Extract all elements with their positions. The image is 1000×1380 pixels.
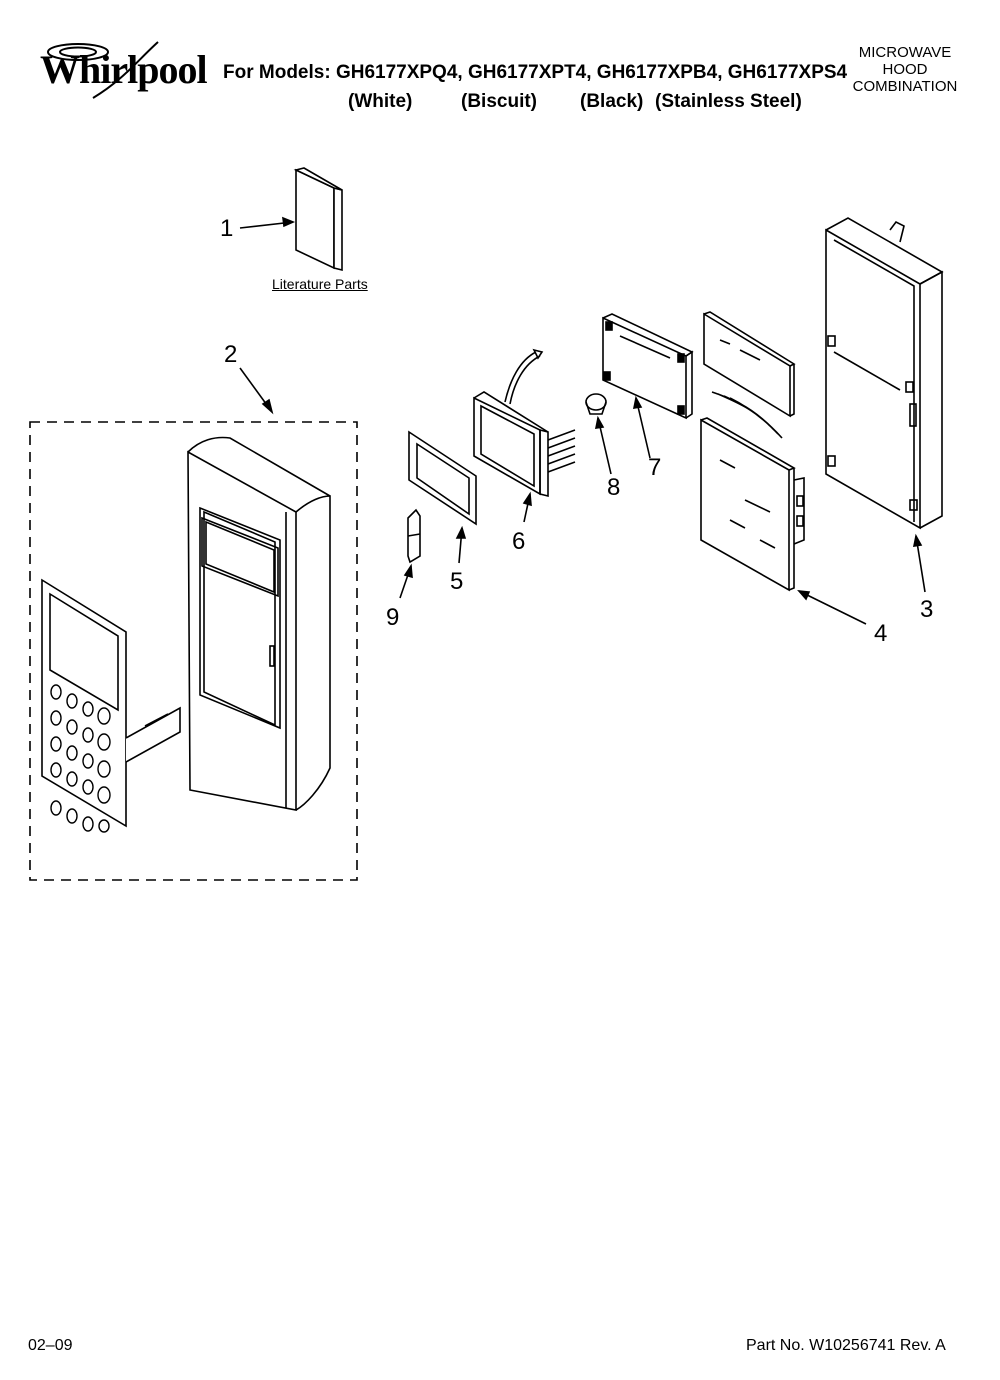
callout-8: 8 [607, 474, 621, 501]
product-type: MICROWAVE HOOD COMBINATION [840, 44, 970, 95]
callout-4: 4 [874, 620, 888, 647]
part-8-knob [585, 393, 607, 415]
models-line: For Models: GH6177XPQ4, GH6177XPT4, GH61… [223, 62, 848, 83]
callout-9: 9 [386, 604, 400, 631]
callout-6: 6 [512, 528, 526, 555]
color-black: (Black) [580, 91, 644, 112]
product-type-line-3: COMBINATION [852, 78, 958, 95]
color-white: (White) [348, 91, 413, 112]
arrow-4 [797, 590, 867, 625]
arrow-2 [239, 367, 274, 415]
arrow-6 [522, 491, 532, 523]
control-panel-housing [187, 436, 331, 811]
part-5-display-window [408, 430, 477, 526]
footer-part-number: Part No. W10256741 Rev. A [746, 1337, 946, 1354]
keypad-overlay [41, 578, 181, 828]
product-type-line-2: HOOD [882, 61, 928, 78]
arrow-9 [399, 563, 413, 599]
callout-2: 2 [224, 341, 238, 368]
product-type-line-1: MICROWAVE [858, 44, 952, 61]
callout-3: 3 [920, 596, 934, 623]
arrow-3 [912, 533, 926, 593]
callout-5: 5 [450, 568, 464, 595]
part-9-light-pipe [407, 508, 421, 564]
keypad-buttons [50, 684, 111, 833]
part-1-literature-booklet [293, 167, 343, 272]
color-biscuit: (Biscuit) [461, 91, 537, 112]
part-7-bracket [602, 313, 694, 420]
callout-7: 7 [648, 454, 662, 481]
arrow-7 [632, 395, 651, 459]
literature-parts-label: Literature Parts [272, 276, 368, 292]
part-3-cover [825, 217, 944, 530]
brand-logo: Whirlpool [40, 47, 208, 92]
brand-logo-swirl-icon [47, 41, 159, 99]
part-4-circuit-boards [700, 311, 805, 592]
arrow-5 [455, 525, 467, 564]
color-stainless: (Stainless Steel) [655, 91, 802, 112]
callout-1: 1 [220, 215, 234, 242]
footer-date: 02–09 [28, 1337, 73, 1354]
arrow-8 [594, 415, 612, 475]
arrow-1 [239, 216, 296, 229]
part-6-lcd-module [473, 348, 576, 498]
